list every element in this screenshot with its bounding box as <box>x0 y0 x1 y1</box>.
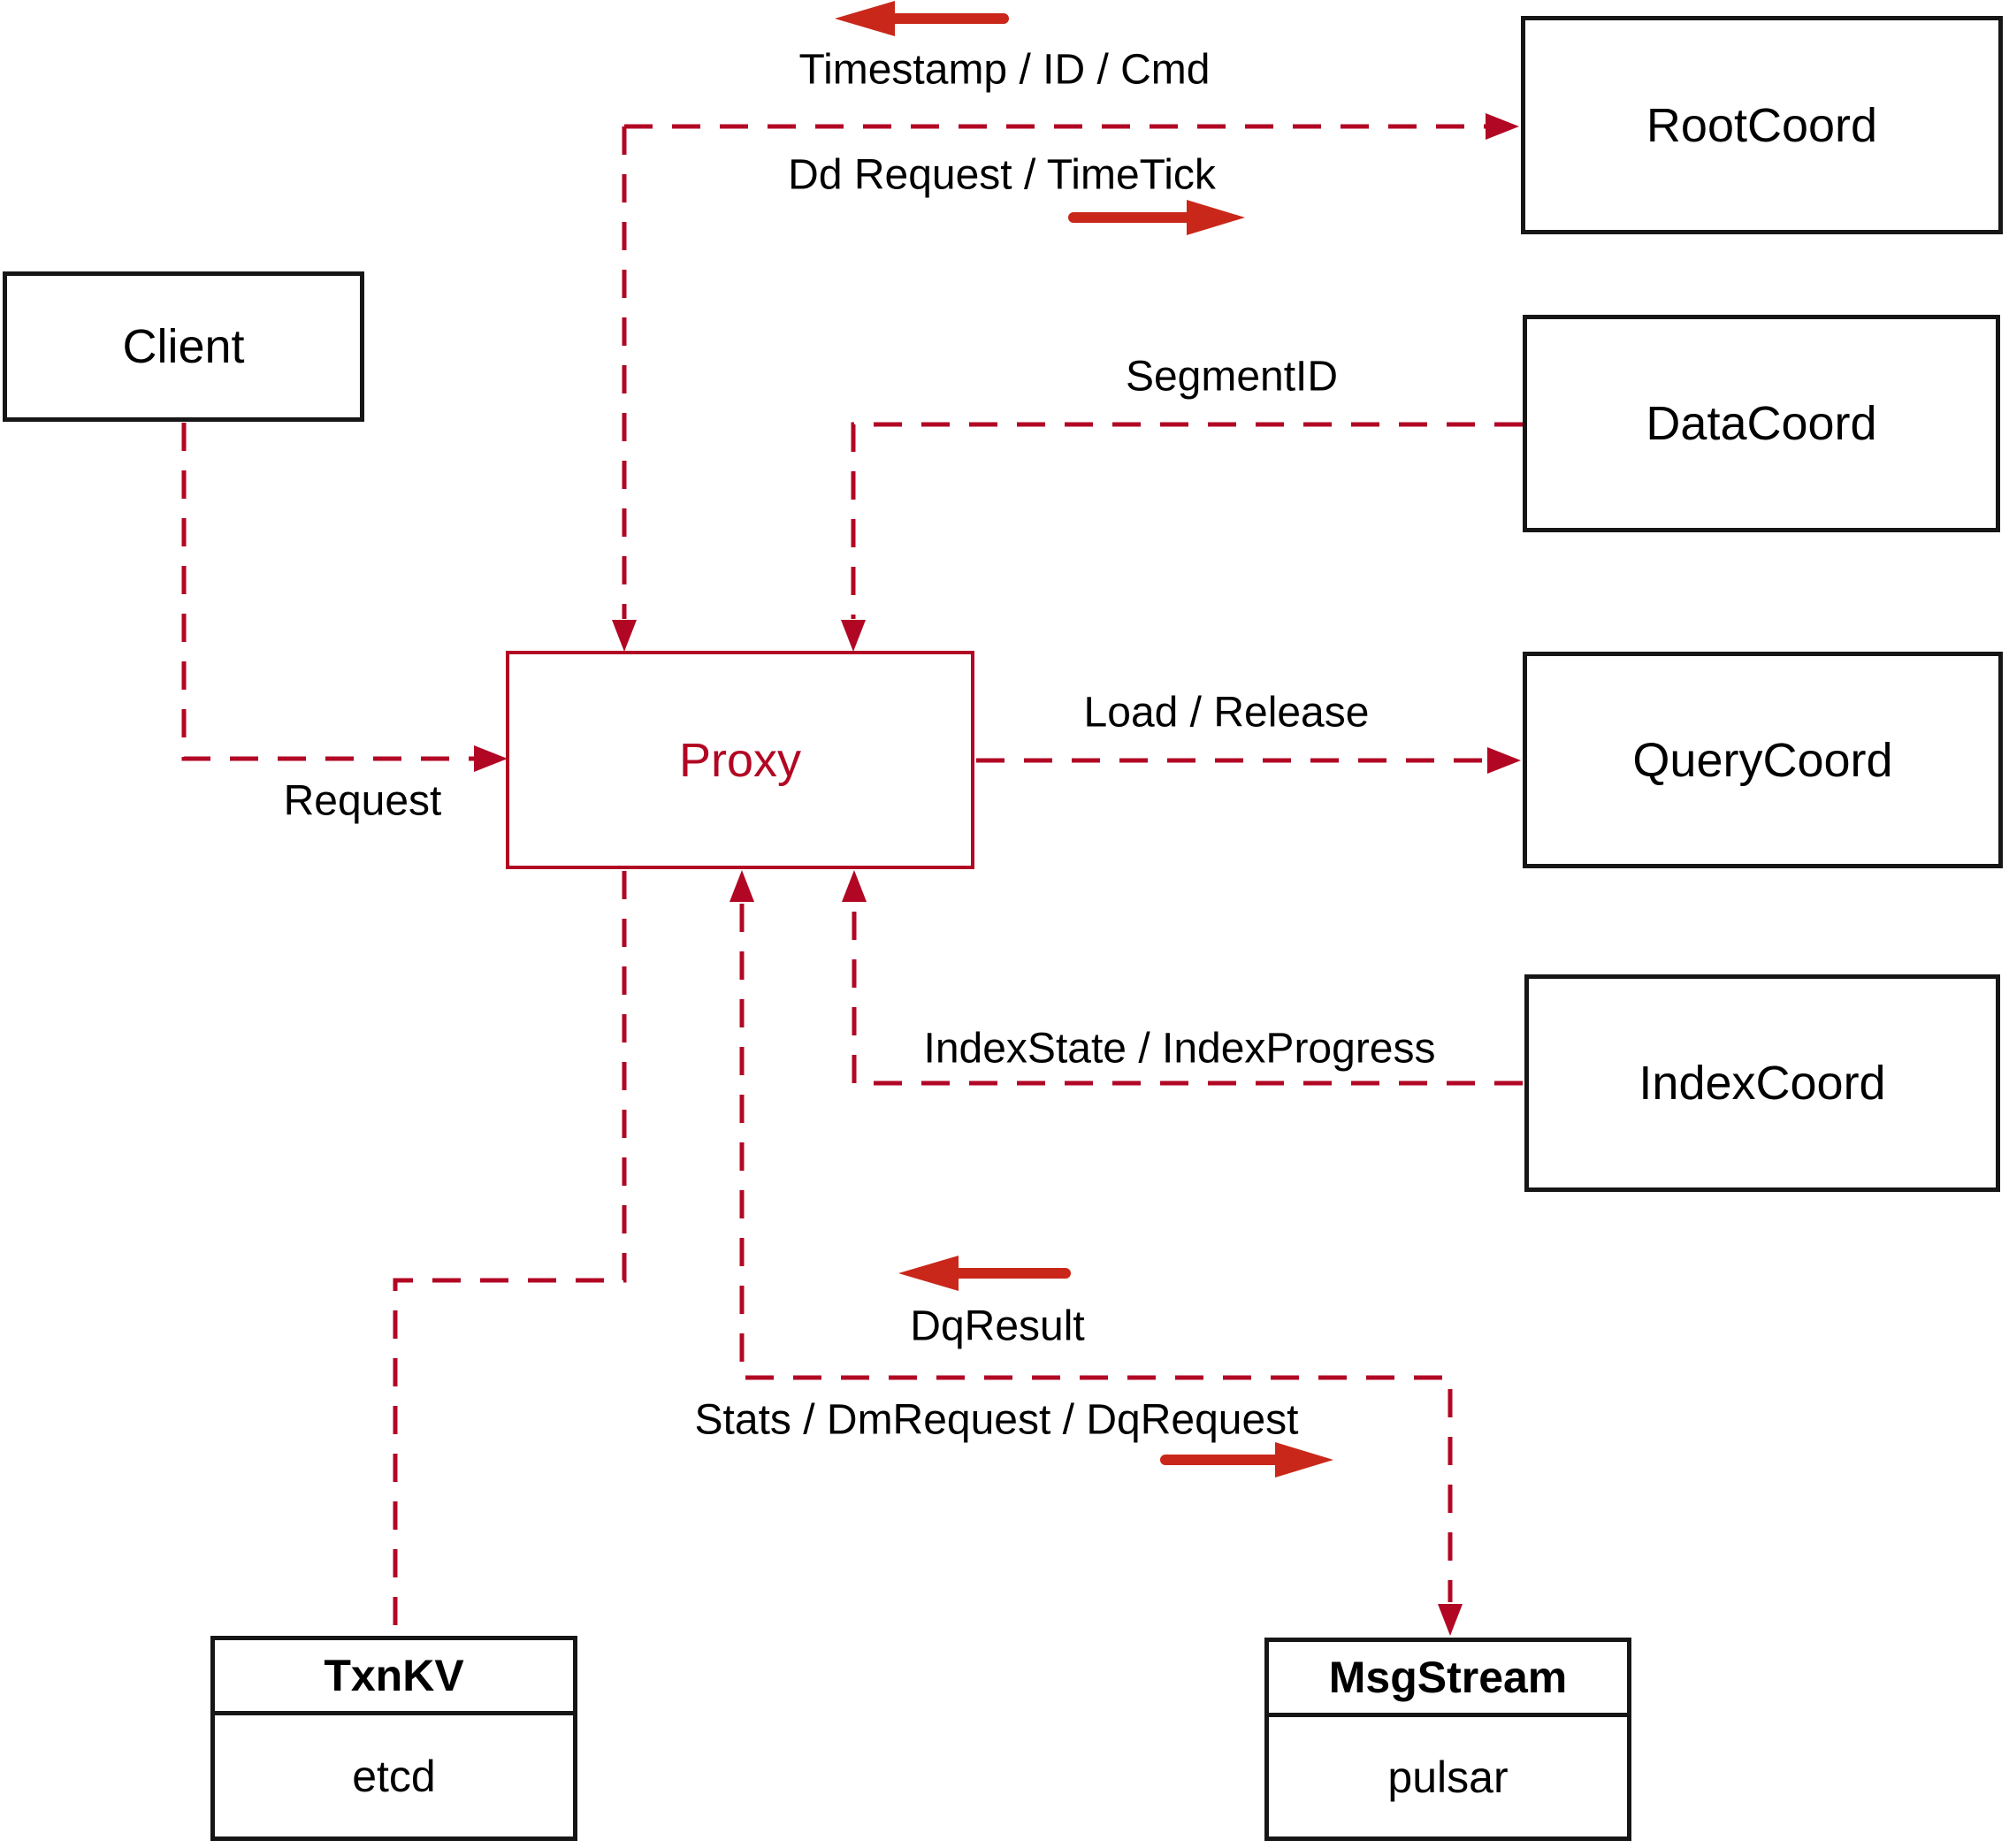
edge-proxy-txnkv <box>393 871 627 1634</box>
label-dq-result: DqResult <box>910 1302 1085 1350</box>
node-client-label: Client <box>122 320 245 373</box>
edge-proxy-msgstream <box>739 904 1453 1602</box>
node-msgstream: MsgStream pulsar <box>1264 1638 1631 1841</box>
arrowhead-into-proxy-left <box>474 745 508 772</box>
edge-client-proxy <box>181 423 474 761</box>
node-datacoord-label: DataCoord <box>1646 397 1877 450</box>
node-msgstream-title-text: MsgStream <box>1328 1653 1568 1702</box>
dd-request-direction-arrow-icon <box>1068 200 1245 235</box>
stats-arrow-head <box>1275 1442 1333 1478</box>
dqresult-direction-arrow-icon <box>898 1256 1071 1291</box>
label-timestamp-id-cmd: Timestamp / ID / Cmd <box>798 46 1211 94</box>
label-load-release: Load / Release <box>1083 689 1370 737</box>
node-rootcoord: RootCoord <box>1521 16 2003 234</box>
node-txnkv-impl: etcd <box>215 1715 573 1837</box>
dqresult-arrow-head <box>898 1256 959 1291</box>
node-rootcoord-label: RootCoord <box>1646 98 1878 152</box>
label-segment-id: SegmentID <box>1125 353 1339 401</box>
node-msgstream-impl-text: pulsar <box>1387 1752 1509 1802</box>
arrowhead-into-proxy-top-left <box>612 620 637 652</box>
node-txnkv-title-text: TxnKV <box>324 1651 464 1700</box>
node-txnkv: TxnKV etcd <box>210 1636 577 1841</box>
node-datacoord: DataCoord <box>1523 315 2000 532</box>
timestamp-arrow-head <box>835 1 895 36</box>
node-txnkv-impl-text: etcd <box>352 1751 436 1801</box>
node-txnkv-title: TxnKV <box>215 1640 573 1715</box>
node-querycoord-label: QueryCoord <box>1632 733 1893 787</box>
stats-direction-arrow-icon <box>1160 1442 1333 1478</box>
node-indexcoord: IndexCoord <box>1524 974 2000 1192</box>
arrowhead-into-msgstream <box>1438 1604 1463 1636</box>
edge-indexcoord-proxy <box>852 903 1523 1086</box>
node-msgstream-impl: pulsar <box>1269 1717 1627 1837</box>
label-request: Request <box>283 777 442 825</box>
label-index-state-progress: IndexState / IndexProgress <box>923 1025 1436 1073</box>
dd-request-arrow-head <box>1187 200 1245 235</box>
node-msgstream-title: MsgStream <box>1269 1642 1627 1717</box>
arrowhead-into-rootcoord <box>1486 113 1519 140</box>
arrowhead-into-querycoord <box>1487 747 1521 774</box>
node-proxy: Proxy <box>506 651 974 869</box>
node-client: Client <box>3 271 364 422</box>
edge-datacoord-proxy <box>851 422 1523 619</box>
label-dd-request-timetick: Dd Request / TimeTick <box>788 151 1216 199</box>
arrowhead-into-proxy-bottom-left <box>730 870 754 902</box>
arrowhead-into-proxy-bottom-right <box>842 870 867 902</box>
arrowhead-into-proxy-top-right <box>841 620 866 652</box>
label-stats-dm-dq: Stats / DmRequest / DqRequest <box>694 1396 1299 1444</box>
node-proxy-label: Proxy <box>678 733 802 787</box>
timestamp-direction-arrow-icon <box>835 1 1009 36</box>
node-querycoord: QueryCoord <box>1523 652 2003 868</box>
node-indexcoord-label: IndexCoord <box>1639 1057 1886 1110</box>
